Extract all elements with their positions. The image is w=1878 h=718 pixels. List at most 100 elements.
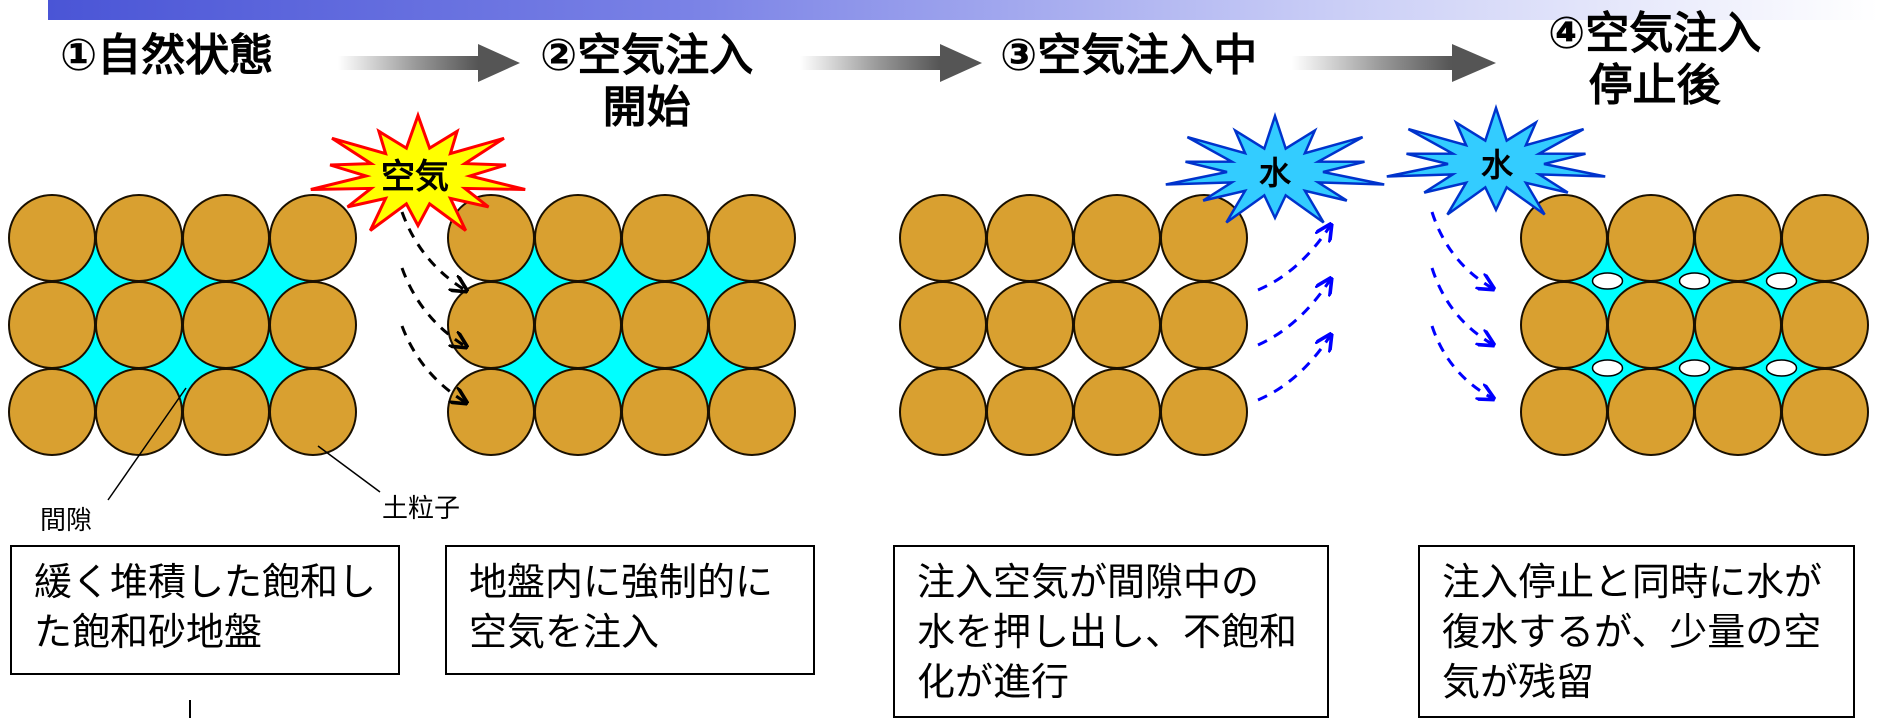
stage-title-1-line-1: ①自然状態 bbox=[60, 30, 274, 81]
caption-4-line-1: 注入停止と同時に水が bbox=[1442, 560, 1823, 604]
soil-particle bbox=[269, 194, 357, 282]
soil-particle bbox=[1073, 368, 1161, 456]
soil-particle bbox=[708, 368, 796, 456]
stage-title-4-line-2: 停止後 bbox=[1588, 60, 1721, 111]
dashed-curved-arrow-icon-blue-in-1 bbox=[1430, 211, 1492, 288]
stage-title-1: ①自然状態 bbox=[60, 30, 273, 82]
residual-air-bubble bbox=[1765, 272, 1798, 290]
soil-particle bbox=[986, 194, 1074, 282]
dashed-curved-arrow-icon-blue-out-3 bbox=[1257, 336, 1330, 402]
residual-air-bubble bbox=[1591, 272, 1624, 290]
water-burst-icon-1: 水 bbox=[1165, 111, 1385, 224]
soil-particle bbox=[1781, 194, 1869, 282]
stage-title-4-line-1: ④空気注入 bbox=[1548, 8, 1762, 59]
soil-particle bbox=[447, 194, 535, 282]
caption-2-line-1: 地盤内に強制的に bbox=[469, 560, 774, 604]
soil-particle bbox=[534, 281, 622, 369]
soil-particle bbox=[986, 368, 1074, 456]
caption-3-line-3: 化が進行 bbox=[917, 660, 1070, 704]
soil-particle bbox=[1694, 281, 1782, 369]
soil-particle bbox=[182, 194, 270, 282]
soil-particle bbox=[1694, 194, 1782, 282]
soil-particle bbox=[534, 368, 622, 456]
soil-particle bbox=[899, 368, 987, 456]
water-return-arrows bbox=[1430, 211, 1492, 398]
residual-air-bubble bbox=[1678, 359, 1711, 377]
soil-particle bbox=[708, 194, 796, 282]
soil-particle bbox=[1073, 194, 1161, 282]
caption-4-line-3: 気が残留 bbox=[1442, 660, 1595, 704]
soil-particle bbox=[269, 368, 357, 456]
pore-leader-line bbox=[107, 387, 187, 501]
water-burst-icon-2: 水 bbox=[1386, 103, 1606, 216]
header-gradient-bar bbox=[48, 0, 1878, 20]
soil-grid-natural-state bbox=[8, 194, 357, 456]
caption-3: 注入空気が間隙中の 水を押し出し、不飽和 化が進行 bbox=[893, 545, 1329, 718]
caption-4-line-2: 復水するが、少量の空 bbox=[1442, 610, 1822, 654]
process-arrow-icon-3 bbox=[1292, 44, 1496, 82]
caption-2-line-2: 空気を注入 bbox=[469, 610, 660, 654]
stage-title-2-line-1: ②空気注入 bbox=[540, 30, 754, 81]
dashed-curved-arrow-icon-blue-in-3 bbox=[1430, 325, 1492, 398]
soil-particle bbox=[8, 368, 96, 456]
caption-2: 地盤内に強制的に 空気を注入 bbox=[445, 545, 815, 675]
stage-title-3-line-1: ③空気注入中 bbox=[1000, 30, 1258, 81]
water-burst-1-label: 水 bbox=[1259, 154, 1292, 192]
soil-particle bbox=[447, 281, 535, 369]
soil-particle bbox=[182, 281, 270, 369]
caption-1-line-1: 緩く堆積した飽和し bbox=[34, 560, 377, 604]
soil-particle bbox=[621, 194, 709, 282]
water-burst-2-label: 水 bbox=[1481, 146, 1514, 184]
soil-particle bbox=[1781, 368, 1869, 456]
soil-particle bbox=[1694, 368, 1782, 456]
soil-particle bbox=[899, 194, 987, 282]
residual-air-bubble bbox=[1765, 359, 1798, 377]
residual-air-bubble bbox=[1591, 359, 1624, 377]
caption-4: 注入停止と同時に水が 復水するが、少量の空 気が残留 bbox=[1418, 545, 1855, 718]
soil-particle bbox=[1607, 368, 1695, 456]
soil-particle bbox=[1607, 281, 1695, 369]
particle-label: 土粒子 bbox=[382, 494, 461, 524]
soil-particle bbox=[8, 194, 96, 282]
soil-particle bbox=[534, 194, 622, 282]
air-burst-label: 空気 bbox=[381, 157, 449, 197]
air-burst-icon: 空気 bbox=[310, 111, 526, 232]
air-injection-arrows bbox=[400, 211, 465, 402]
dashed-curved-arrow-icon-black-2 bbox=[400, 267, 465, 346]
stage-title-2-line-2: 開始 bbox=[602, 82, 691, 133]
soil-particle bbox=[95, 194, 183, 282]
caption-1-line-2: た飽和砂地盤 bbox=[34, 610, 263, 654]
dashed-curved-arrow-icon-black-1 bbox=[400, 211, 465, 290]
soil-particle bbox=[1607, 194, 1695, 282]
process-arrow-icon-1 bbox=[338, 44, 520, 82]
soil-particle bbox=[1781, 281, 1869, 369]
soil-particle bbox=[182, 368, 270, 456]
soil-particle bbox=[1160, 368, 1248, 456]
soil-grid-injecting bbox=[899, 194, 1248, 456]
soil-particle bbox=[621, 281, 709, 369]
stage-title-4: ④空気注入 停止後 bbox=[1548, 8, 1761, 112]
caption-3-line-1: 注入空気が間隙中の bbox=[917, 560, 1260, 604]
soil-particle bbox=[1520, 368, 1608, 456]
soil-particle bbox=[1160, 281, 1248, 369]
caption-3-line-2: 水を押し出し、不飽和 bbox=[917, 610, 1298, 654]
soil-particle bbox=[1073, 281, 1161, 369]
soil-particle bbox=[269, 281, 357, 369]
soil-particle bbox=[447, 368, 535, 456]
dashed-curved-arrow-icon-blue-out-2 bbox=[1257, 280, 1330, 347]
dashed-curved-arrow-icon-blue-out-1 bbox=[1257, 226, 1330, 292]
dashed-curved-arrow-icon-blue-in-2 bbox=[1430, 267, 1492, 344]
stage-title-2: ②空気注入 開始 bbox=[540, 30, 753, 134]
stage-title-3: ③空気注入中 bbox=[1000, 30, 1257, 82]
water-out-arrows bbox=[1257, 226, 1330, 402]
soil-grid-after-injection bbox=[1520, 194, 1869, 456]
pore-label: 間隙 bbox=[40, 506, 93, 536]
caption-1: 緩く堆積した飽和し た飽和砂地盤 bbox=[10, 545, 400, 675]
soil-particle bbox=[1520, 281, 1608, 369]
soil-particle bbox=[708, 281, 796, 369]
residual-air-bubble bbox=[1678, 272, 1711, 290]
soil-particle bbox=[621, 368, 709, 456]
soil-particle bbox=[986, 281, 1074, 369]
soil-particle bbox=[8, 281, 96, 369]
